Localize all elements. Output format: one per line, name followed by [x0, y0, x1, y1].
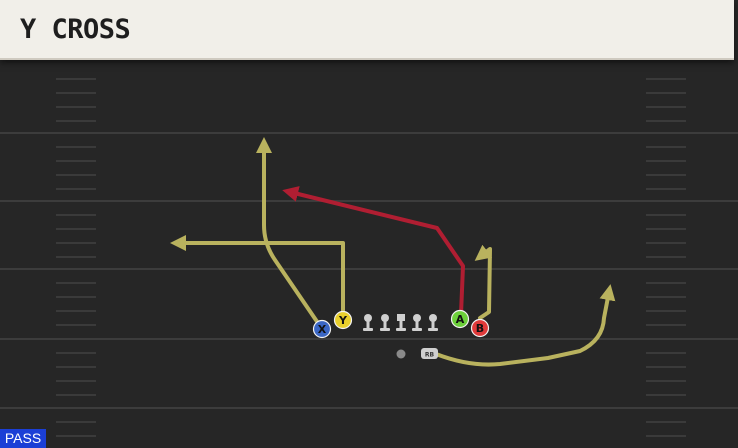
- a-button-icon: A: [450, 309, 470, 329]
- x-label: X: [318, 323, 327, 336]
- x-route: [256, 137, 322, 328]
- a-route: [282, 186, 465, 316]
- rb-marker: RB: [421, 348, 438, 359]
- play-title-bar: Y CROSS: [0, 0, 734, 60]
- play-field: RB X Y A B: [0, 78, 738, 437]
- quarterback-dot: [396, 349, 406, 359]
- y-button-icon: Y: [333, 310, 353, 330]
- rb-label: RB: [425, 352, 435, 359]
- rb-route: [434, 284, 616, 367]
- yard-lines: [0, 132, 738, 409]
- b-button-icon: B: [470, 318, 490, 338]
- hash-marks: [56, 78, 686, 437]
- a-label: A: [456, 313, 465, 326]
- offensive-line: [363, 314, 438, 331]
- play-type-badge: PASS: [0, 429, 46, 448]
- y-label: Y: [338, 314, 348, 327]
- play-title: Y CROSS: [20, 14, 131, 45]
- center-icon: [396, 314, 406, 331]
- lineman-icon: [380, 314, 390, 331]
- x-button-icon: X: [312, 319, 332, 339]
- b-route: [474, 244, 493, 320]
- lineman-icon: [428, 314, 438, 331]
- lineman-icon: [412, 314, 422, 331]
- y-route: [170, 235, 345, 322]
- lineman-icon: [363, 314, 373, 331]
- b-label: B: [476, 322, 484, 335]
